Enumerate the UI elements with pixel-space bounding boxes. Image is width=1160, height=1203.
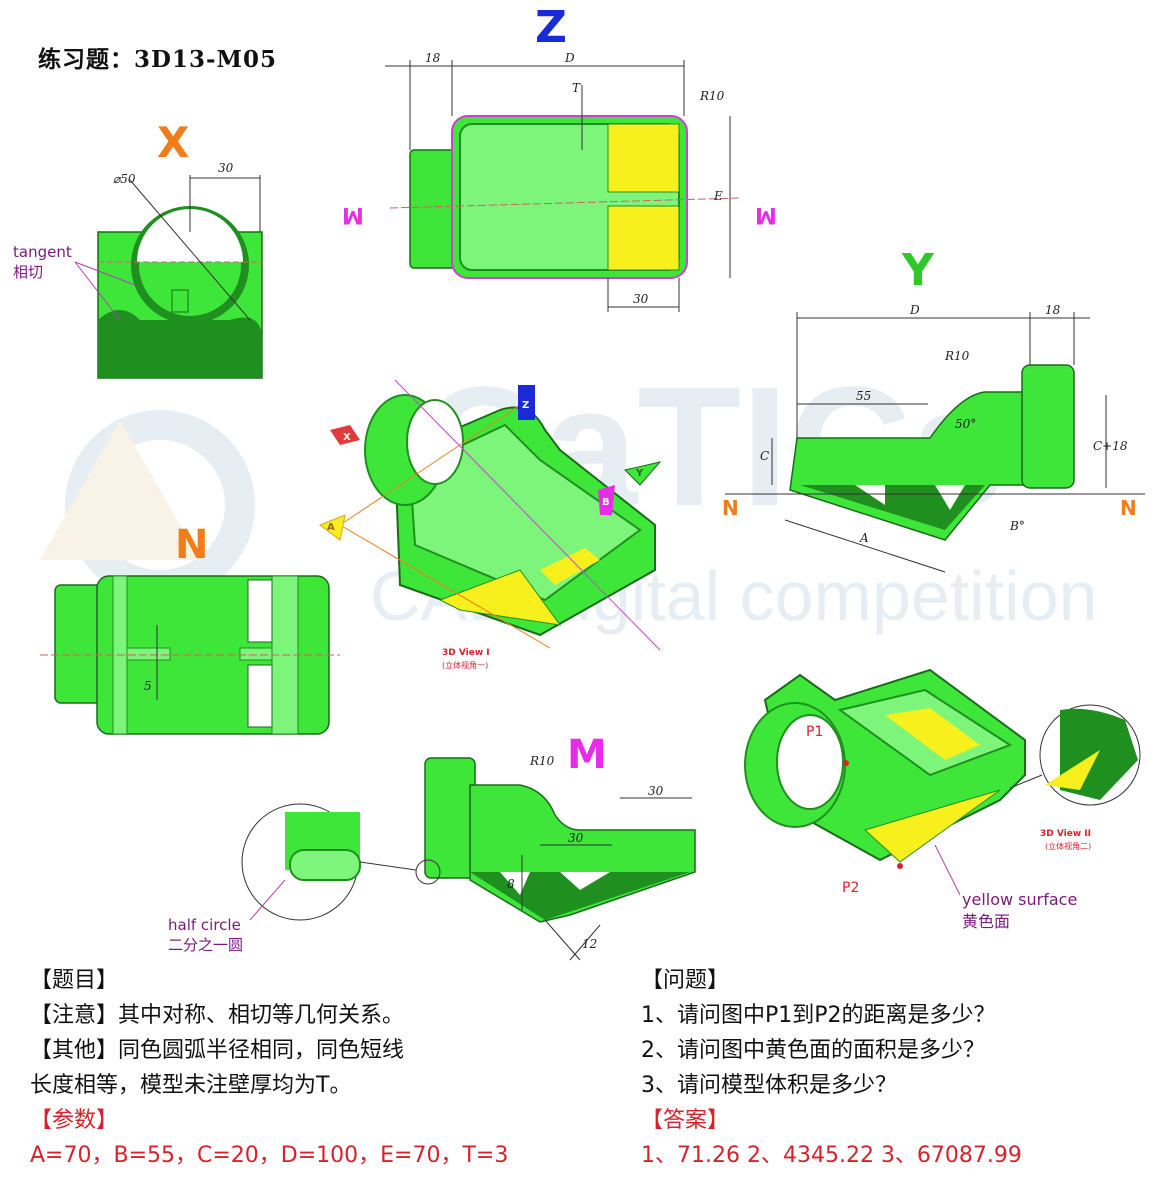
dim-y-d: D [909, 303, 920, 317]
half-circle-leader [249, 879, 286, 921]
y-view [725, 312, 1145, 573]
dim-y-50deg: 50° [955, 417, 976, 431]
tangent-label-cn: 相切 [13, 263, 44, 281]
dim-z-18: 18 [425, 51, 441, 65]
params-heading: 【参数】 [30, 1108, 119, 1133]
dim-m-30b: 30 [648, 784, 664, 798]
iso-label-x: X [343, 432, 351, 443]
view1-label-en: 3D View I [442, 648, 490, 658]
dim-y-a: A [859, 531, 869, 545]
page-title: 练习题：3D13-M05 [38, 46, 277, 73]
p1-marker [843, 760, 849, 766]
iso-arrow-x-icon [330, 425, 360, 445]
iso-label-a: A [327, 522, 335, 533]
iso-label-b: B [602, 497, 610, 508]
dim-z-r10: R10 [699, 89, 725, 103]
section-label-m-left: M [342, 202, 364, 227]
view2-label-en: 3D View II [1040, 829, 1092, 839]
yellow-surface-label-en: yellow surface [962, 890, 1078, 909]
p2-label: P2 [842, 880, 860, 896]
problem-left-block: 【题目】 【注意】其中对称、相切等几何关系。 【其他】同色圆弧半径相同，同色短线… [30, 963, 508, 1173]
dim-x-30: 30 [218, 161, 234, 175]
question-1: 1、请问图中P1到P2的距离是多少？ [641, 1003, 996, 1028]
problem-other-2: 长度相等，模型未注壁厚均为T。 [30, 1073, 352, 1098]
tangent-leader-2 [74, 261, 121, 321]
iso-arrow-a-icon [318, 514, 346, 541]
dim-z-30: 30 [633, 292, 649, 306]
iso-view-1 [318, 379, 662, 651]
dim-z-t: T [572, 81, 581, 95]
problem-other-1: 【其他】同色圆弧半径相同，同色短线 [30, 1038, 405, 1063]
answers-values: 1、71.26 2、4345.22 3、67087.99 [641, 1143, 1022, 1168]
dim-y-55: 55 [856, 389, 871, 403]
question-2: 2、请问图中黄色面的面积是多少？ [641, 1038, 985, 1063]
questions-heading: 【问题】 [641, 968, 730, 993]
params-values: A=70，B=55，C=20，D=100，E=70，T=3 [30, 1143, 509, 1168]
dim-y-r10: R10 [944, 349, 970, 363]
iso-label-z: Z [522, 400, 529, 411]
problem-heading: 【题目】 [30, 968, 119, 993]
questions-right-block: 【问题】 1、请问图中P1到P2的距离是多少？ 2、请问图中黄色面的面积是多少？… [641, 963, 1022, 1173]
dim-m-12: 12 [582, 937, 597, 951]
section-label-n-right: N [1120, 496, 1137, 520]
view1-label-cn: (立体视角一) [442, 661, 489, 670]
p2-marker [897, 863, 903, 869]
iso-arrow-y-icon [624, 461, 662, 486]
half-circle-label-cn: 二分之一圆 [168, 936, 244, 954]
view2-label-cn: (立体视角二) [1045, 842, 1092, 851]
iso-arrow-b-icon [598, 485, 615, 515]
dim-z-d: D [564, 51, 575, 65]
p1-label: P1 [806, 724, 824, 740]
question-3: 3、请问模型体积是多少？ [641, 1073, 897, 1098]
view-label-n: N [175, 522, 209, 568]
yellow-surface-label-cn: 黄色面 [962, 912, 1011, 931]
n-view [40, 575, 340, 735]
view-label-z: Z [535, 2, 567, 53]
dim-m-8: 8 [507, 877, 515, 891]
dim-y-c18: C+18 [1093, 439, 1128, 453]
tangent-label-en: tangent [13, 243, 72, 261]
view-label-x: X [157, 118, 190, 167]
problem-note: 【注意】其中对称、相切等几何关系。 [30, 1003, 405, 1028]
m-view [241, 757, 696, 961]
dim-y-b: B° [1009, 519, 1025, 533]
z-view [385, 60, 741, 312]
iso-arrow-z-icon [518, 385, 535, 420]
dim-n-5: 5 [144, 679, 152, 693]
dim-z-e: E [713, 189, 723, 203]
dim-x-d50: ⌀50 [113, 172, 136, 186]
x-view [74, 175, 263, 379]
view-label-y: Y [902, 245, 934, 296]
tangent-leader-1 [74, 261, 136, 286]
section-label-m-right: M [755, 202, 777, 227]
iso-view-2 [744, 668, 1141, 896]
section-label-n-left: N [722, 496, 739, 520]
dim-m-r10: R10 [529, 754, 555, 768]
dim-y-c: C [760, 449, 769, 463]
dim-y-18: 18 [1045, 303, 1061, 317]
iso-label-y: Y [635, 468, 644, 479]
view-label-m: M [567, 732, 607, 778]
answers-heading: 【答案】 [641, 1108, 730, 1133]
dim-m-30a: 30 [568, 831, 584, 845]
half-circle-label-en: half circle [168, 916, 241, 934]
